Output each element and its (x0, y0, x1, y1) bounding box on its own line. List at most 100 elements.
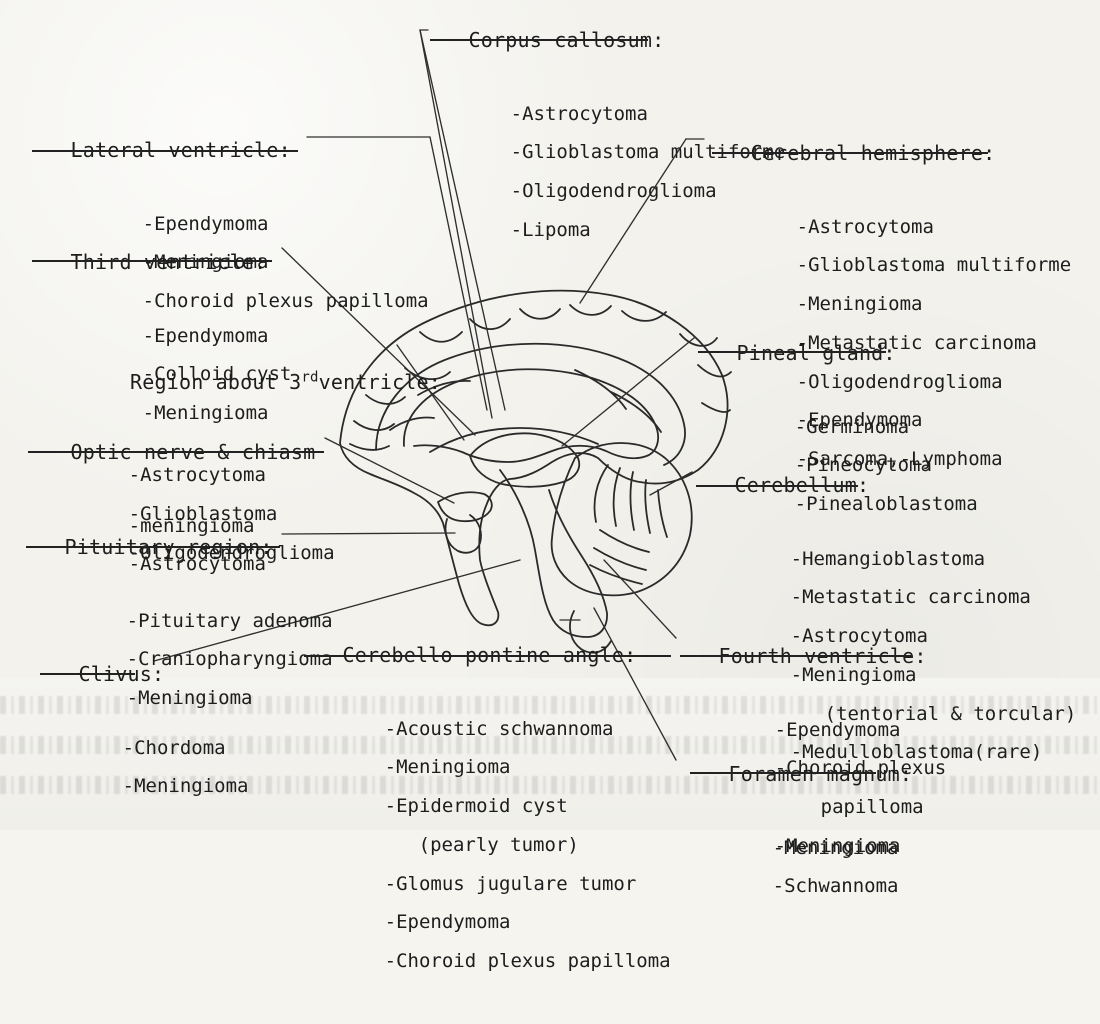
label-title: Clivus: (78, 662, 165, 687)
cerebrum-outline (339, 289, 729, 627)
label-item: papilloma (820, 796, 924, 819)
medial-sulci (389, 369, 662, 433)
label-pineal-gland: Pineal gland: -Germinoma -Pineocytoma -P… (698, 327, 978, 567)
leader-line-cerebral-hemisphere-b (579, 138, 687, 304)
label-title: Third ventricle: (70, 250, 267, 275)
label-clivus: Clivus: -Chordoma -Meningioma (40, 648, 249, 849)
spinal-cord (569, 610, 612, 654)
cerebellum-outline (550, 442, 693, 597)
label-item: -Meningioma (772, 836, 899, 859)
label-item: -meningioma (128, 514, 255, 537)
label-item: -Oligodendroglioma (510, 180, 717, 203)
underline-optic-nerve-chiasm (28, 451, 324, 453)
label-item: -Astrocytoma (796, 215, 934, 238)
label-item: -Hemangioblastoma (790, 547, 986, 570)
underline-corpus-callosum (430, 39, 648, 41)
bleedthrough-line (0, 736, 1100, 754)
underline-clivus (40, 673, 135, 675)
label-region-about-third-ventricle: Region about 3rdventricle: -Astrocytoma … (18, 335, 441, 615)
thalamus (469, 432, 581, 488)
label-title: Corpus callosum: (468, 28, 665, 53)
label-title: Cerebral hemisphere: (750, 141, 996, 166)
cortex-gyri (349, 304, 732, 451)
corpus-callosum-outline (403, 368, 660, 463)
label-item: -Astrocytoma (790, 625, 928, 648)
label-item: -Astrocytoma (510, 102, 648, 125)
bleedthrough-line (0, 696, 1100, 714)
label-item: -Oligodendroglioma (128, 541, 335, 564)
leader-line-optic-nerve (324, 437, 455, 504)
leader-line-lateral-ventricle-b (429, 136, 488, 411)
cingulate-gyrus (375, 342, 686, 466)
page-background: Corpus callosum: -Astrocytoma -Glioblast… (0, 0, 1100, 971)
brainstem (499, 469, 608, 638)
label-item: -Meningioma (384, 756, 511, 779)
label-item: -Pinealoblastoma (794, 493, 978, 516)
label-item: -Astrocytoma (128, 553, 266, 576)
underline-foramen-magnum (690, 772, 876, 774)
label-item: -Germinoma (794, 415, 910, 438)
label-title: Foramen magnum: (728, 762, 913, 787)
leader-line-pineal-gland (561, 337, 695, 447)
leader-line-corpus-callosum-b (419, 29, 493, 419)
leader-line-cerebellum (649, 471, 693, 496)
bleedthrough-line (0, 776, 1100, 794)
brain-diagram (153, 29, 732, 761)
label-item: -Astrocytoma (128, 464, 266, 487)
label-item: -Choroid plexus papilloma (384, 950, 671, 973)
label-item: -Metastatic carcinoma (796, 331, 1037, 354)
label-third-ventricle: Third ventricle: -Ependymoma -Colloid cy… (32, 236, 292, 476)
label-item: (tentorial & torcular) (824, 702, 1077, 725)
underline-lateral-ventricle (32, 150, 298, 152)
label-item: -Ependymoma (796, 409, 923, 432)
label-item: -Chordoma (122, 736, 226, 759)
label-item: -Craniopharyngioma (126, 648, 333, 671)
underline-fourth-ventricle (680, 655, 912, 657)
label-item: -Sarcoma,-Lymphoma (796, 448, 1003, 471)
label-item: -Lipoma (510, 218, 591, 241)
leader-line-pituitary (281, 532, 456, 535)
label-item: -Oligodendroglioma (796, 370, 1003, 393)
label-item: -Meningioma (126, 687, 253, 710)
label-item: -Metastatic carcinoma (790, 586, 1031, 609)
label-pituitary-region: Pituitary region: -Pituitary adenoma -Cr… (26, 521, 333, 761)
label-item: (pearly tumor) (418, 833, 579, 856)
label-item: -Ependymoma (142, 324, 269, 347)
label-item: -Acoustic schwannoma (384, 717, 614, 740)
leader-line-fourth-ventricle (603, 559, 677, 639)
label-title: Pituitary region: (64, 535, 273, 560)
label-lateral-ventricle: Lateral ventricle: -Ependymoma -Meningio… (32, 124, 429, 364)
label-item: -Pituitary adenoma (126, 609, 333, 632)
label-item: -Meningioma (142, 402, 269, 425)
label-item: -Meningioma (142, 251, 269, 274)
underline-cerebellum (696, 485, 858, 487)
label-item: -Meningioma (122, 775, 249, 798)
label-title-prefix: Region about 3 (129, 369, 302, 394)
label-title-suffix: ventricle: (318, 369, 442, 394)
background-bleedthrough-strip (0, 678, 1100, 830)
leader-line-third-ventricle (281, 247, 476, 436)
label-item: -Pineocytoma (794, 454, 932, 477)
underline-pineal-gland (698, 351, 886, 353)
fornix (429, 427, 599, 453)
label-item: -Meningioma (790, 663, 917, 686)
label-item: -Medulloblastoma(rare) (790, 741, 1043, 764)
label-item: -Glomus jugulare tumor (384, 872, 637, 895)
underline-third-ventricle (32, 260, 272, 262)
label-item: -Schwannoma (772, 875, 899, 898)
underline-cerebello-pontine-angle (304, 655, 671, 657)
cerebellum-arbor-vitae (589, 464, 668, 585)
pituitary-gland (444, 514, 482, 554)
label-title: Optic nerve & chiasm (70, 440, 316, 465)
label-item: -Meningioma (796, 293, 923, 316)
label-item: -Glioblastoma multiforme (796, 254, 1072, 277)
label-cerebello-pontine-angle: Cerebello-pontine angle: -Acoustic schwa… (304, 629, 671, 1024)
label-item: -Colloid cyst (142, 363, 292, 386)
label-title: Region about 3rdventricle: (57, 351, 442, 414)
label-item: -Choroid plexus papilloma (142, 290, 429, 313)
label-title: Pineal gland: (736, 341, 896, 366)
label-item: -Ependymoma (142, 212, 269, 235)
label-title: Fourth ventricle: (718, 644, 927, 669)
label-title-superscript: rd (301, 369, 319, 386)
optic-chiasm (437, 491, 493, 523)
